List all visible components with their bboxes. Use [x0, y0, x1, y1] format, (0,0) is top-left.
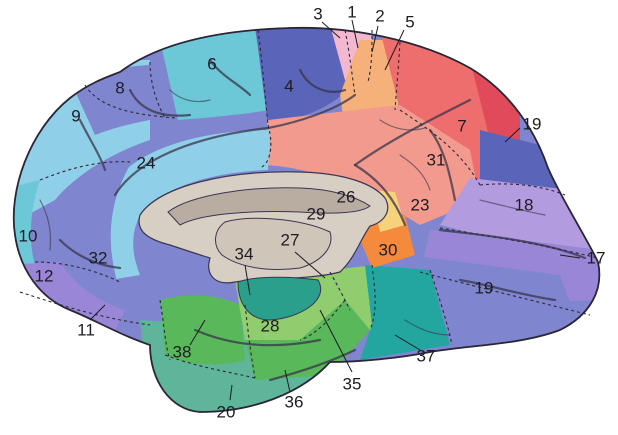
label-area-29: 29 [307, 205, 326, 224]
corpus-callosum-inner [167, 187, 371, 226]
brainstem-cut [237, 276, 321, 321]
region-area-36 [245, 300, 370, 380]
sulci [39, 58, 587, 382]
label-area-8: 8 [115, 79, 124, 98]
area-borders [19, 29, 599, 379]
label-area-11: 11 [77, 321, 95, 340]
label-area-32: 32 [89, 249, 108, 268]
region-area-18 [440, 178, 600, 250]
label-area-18: 18 [515, 196, 534, 215]
label-area-5: 5 [405, 13, 414, 32]
label-area-2: 2 [375, 7, 384, 26]
label-area-35: 35 [343, 375, 362, 394]
region-area-37 [360, 265, 450, 360]
region-area-6 [160, 30, 270, 120]
region-area-30 [355, 215, 415, 268]
label-area-30: 30 [379, 241, 398, 260]
label-area-9: 9 [71, 107, 80, 126]
label-area-20: 20 [217, 403, 236, 422]
region-area-19-lower [410, 255, 580, 345]
label-area-23: 23 [411, 196, 430, 215]
leader-lines [89, 19, 581, 401]
region-area-32 [51, 163, 130, 295]
label-area-31: 31 [427, 151, 446, 170]
label-area-17: 17 [587, 249, 606, 268]
label-area-26: 26 [337, 188, 356, 207]
label-area-1: 1 [347, 3, 356, 22]
label-area-7: 7 [457, 117, 466, 136]
label-area-38: 38 [173, 343, 192, 362]
thalamus [215, 217, 332, 270]
region-area-4 [255, 27, 355, 125]
label-area-28: 28 [261, 317, 280, 336]
label-area-12: 12 [35, 267, 54, 286]
label-area-36: 36 [285, 393, 304, 412]
label-area-3: 3 [313, 5, 322, 24]
label-area-19-lower: 19 [475, 279, 494, 298]
region-area-10 [13, 180, 40, 270]
region-area-38 [160, 295, 245, 365]
brain-outline [12, 26, 601, 413]
label-area-27: 27 [281, 231, 300, 250]
label-area-37: 37 [417, 347, 436, 366]
region-area-31 [260, 105, 480, 225]
label-area-4: 4 [284, 77, 293, 96]
area-labels: 1 2 3 4 5 6 7 8 9 10 11 12 17 18 19 19 2… [19, 3, 606, 422]
label-area-10: 10 [19, 227, 38, 246]
label-area-6: 6 [207, 55, 216, 74]
label-area-34: 34 [235, 245, 254, 264]
label-area-24: 24 [137, 154, 156, 173]
label-area-19-upper: 19 [523, 115, 542, 134]
